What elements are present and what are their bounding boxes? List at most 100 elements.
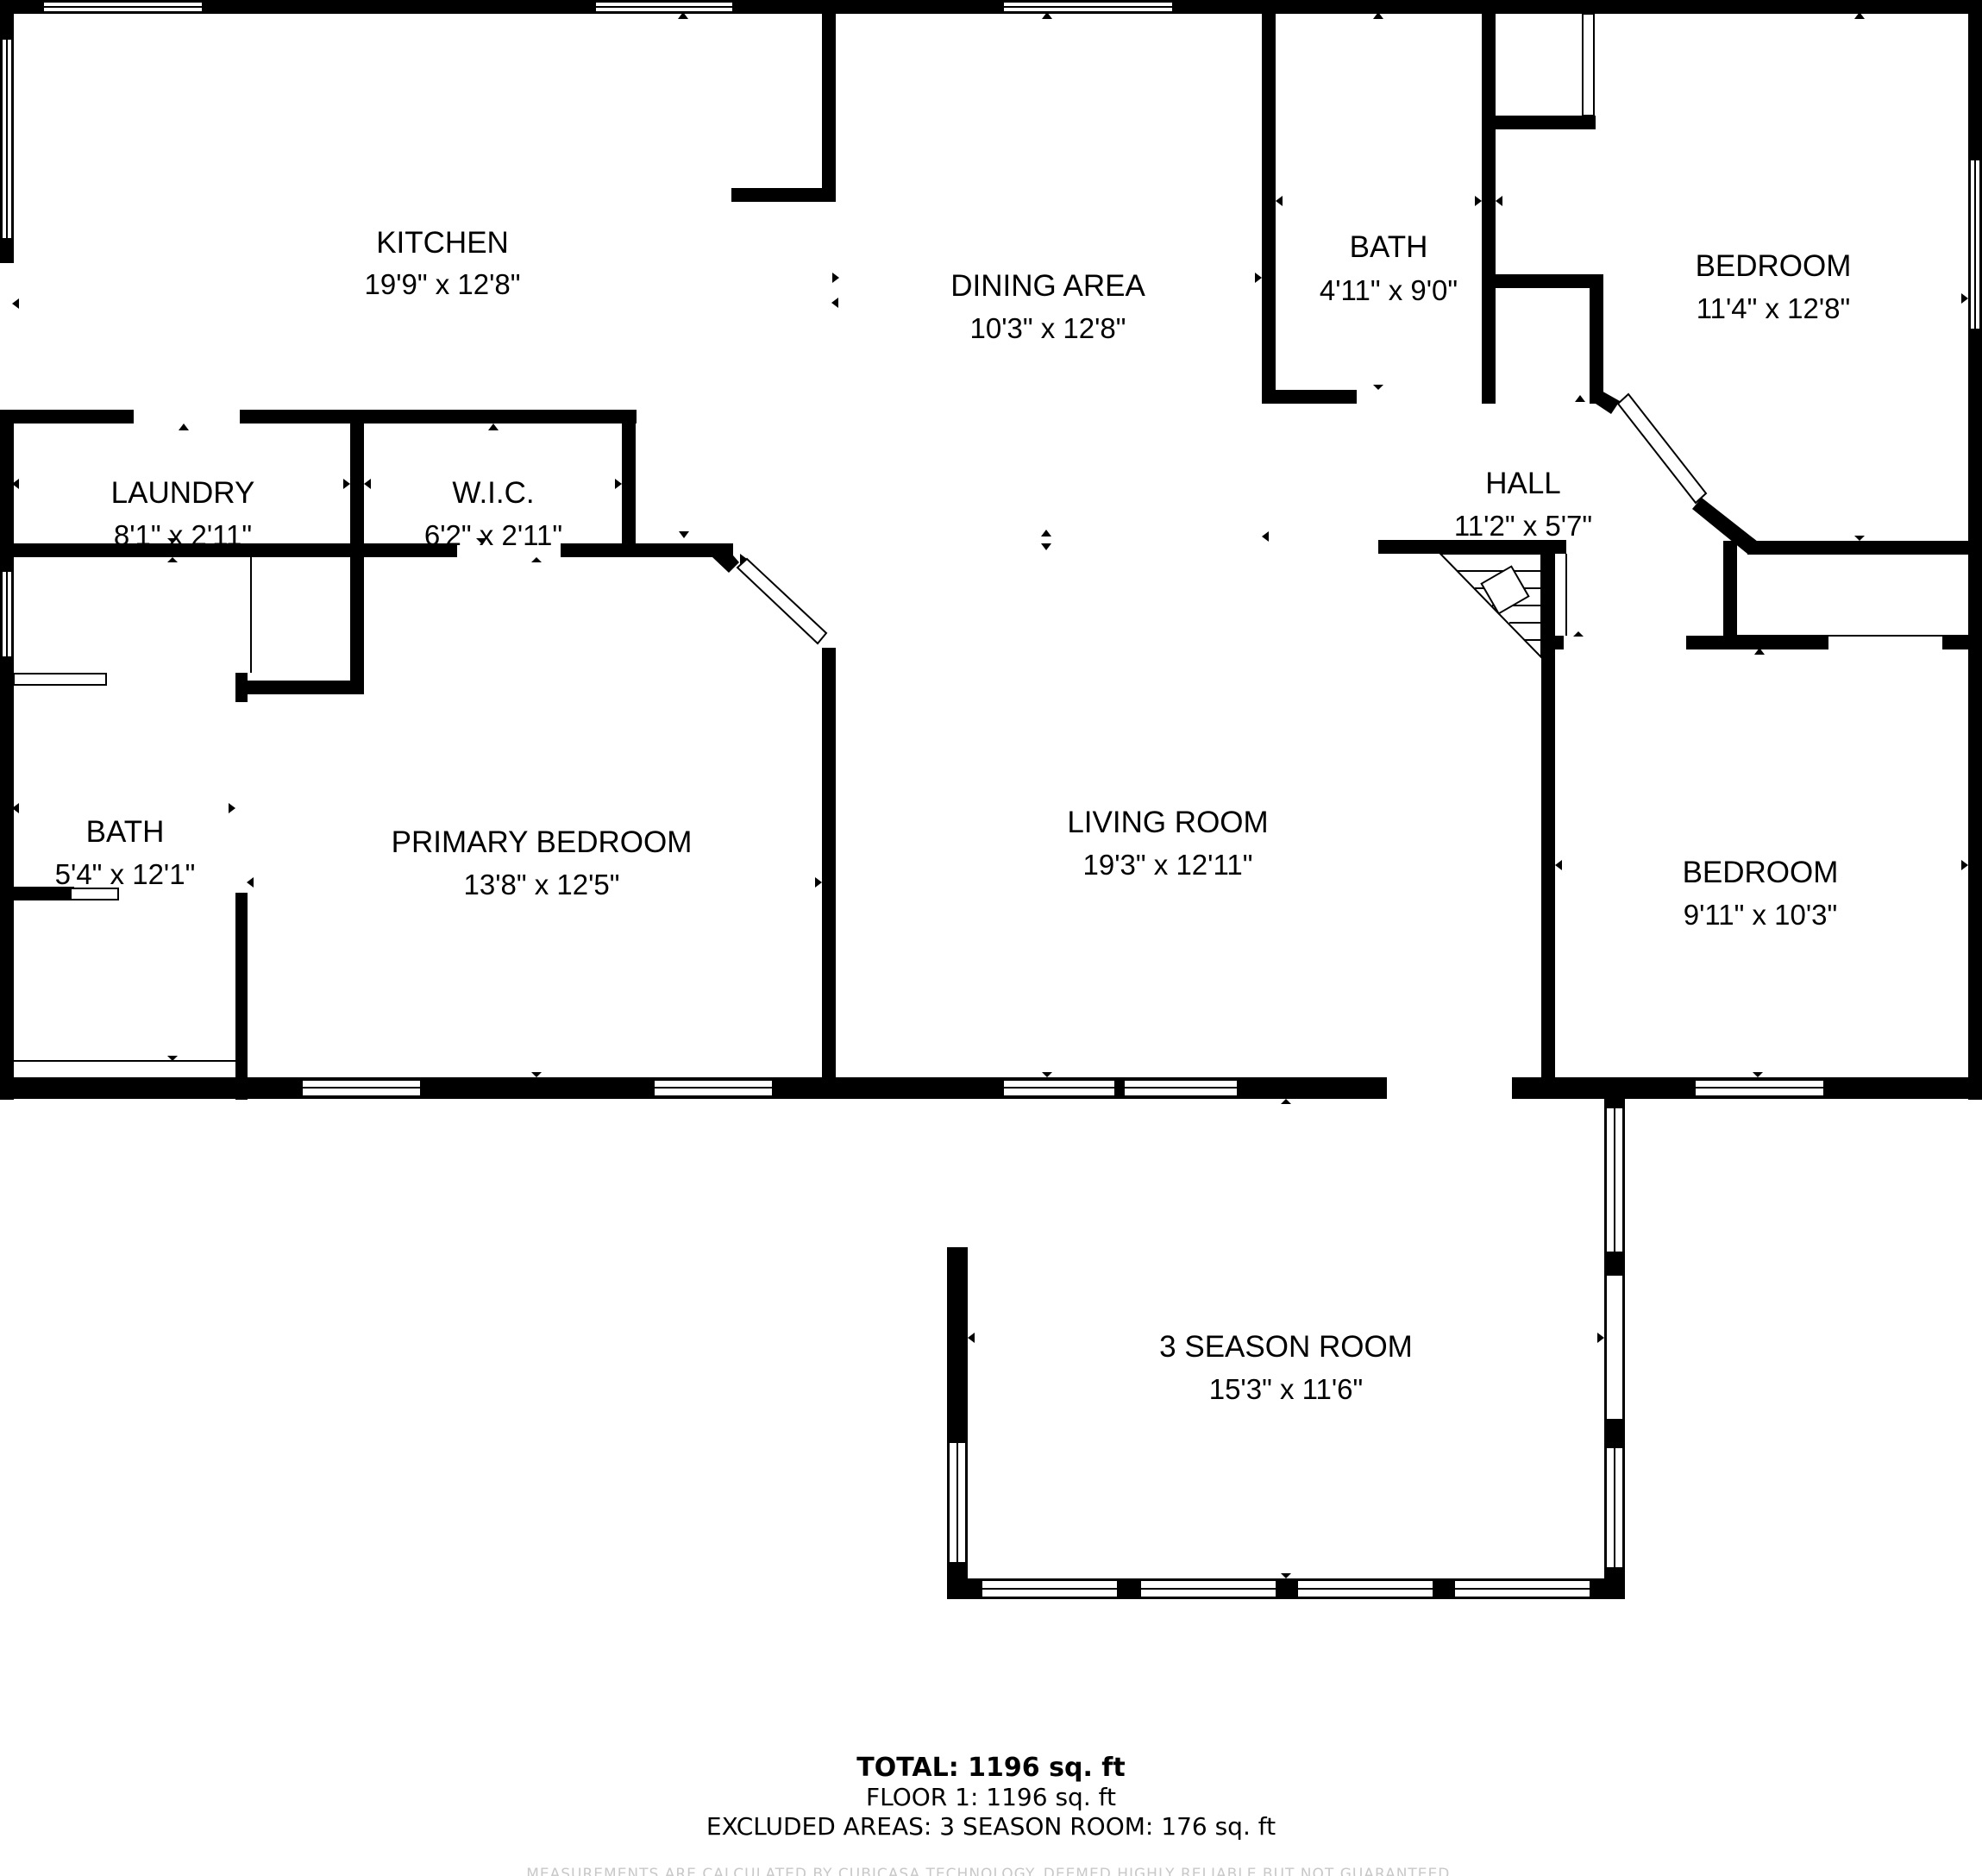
opening-season-west-upper: [947, 1099, 968, 1247]
wall-laundry-top-b: [240, 410, 637, 424]
marker: [364, 479, 371, 489]
marker: [679, 531, 689, 538]
opening-bath-west-door: [235, 702, 248, 893]
marker: [678, 12, 688, 19]
room-name-three-season-room: 3 SEASON ROOM: [1159, 1330, 1413, 1364]
marker: [167, 557, 178, 562]
wall-hall-south: [1378, 540, 1566, 554]
walls: [0, 0, 1982, 1599]
room-name-living-room: LIVING ROOM: [1067, 806, 1268, 839]
marker: [968, 1333, 975, 1343]
marker: [1753, 1072, 1763, 1077]
room-name-bedroom-se: BEDROOM: [1683, 856, 1839, 889]
marker: [12, 479, 19, 489]
room-dim-three-season-room: 15'3" x 11'6": [1209, 1373, 1364, 1405]
room-dim-bath-west: 5'4" x 12'1": [55, 858, 196, 890]
room-name-kitchen: KITCHEN: [376, 226, 509, 260]
marker: [167, 1056, 178, 1061]
marker: [740, 554, 747, 564]
wall-bedroom-se-top-b: [1686, 636, 1828, 649]
opening-season-door: [1387, 1077, 1512, 1099]
marker: [1042, 12, 1052, 19]
openings: [0, 263, 1942, 1247]
marker: [832, 273, 839, 283]
area-summary: TOTAL: 1196 sq. ft FLOOR 1: 1196 sq. ft …: [526, 1753, 1456, 1876]
room-name-hall: HALL: [1485, 467, 1561, 500]
marker: [1041, 530, 1051, 536]
towel-bar-lower: [70, 888, 119, 900]
wall-wic-east: [622, 410, 636, 556]
wall-wic-bottom-b: [561, 543, 733, 557]
wall-kitchen-return: [731, 188, 836, 202]
room-dim-bedroom-se: 9'11" x 10'3": [1684, 899, 1838, 931]
marker: [247, 877, 254, 888]
marker: [1961, 293, 1968, 304]
room-dim-hall: 11'2" x 5'7": [1454, 510, 1592, 542]
room-dim-wic: 6'2" x 2'11": [424, 519, 562, 551]
marker: [1720, 526, 1727, 536]
wall-bedroom-se-top-c: [1942, 636, 1968, 649]
marker: [1281, 1573, 1291, 1578]
wall-bedroom-ne-stub: [1723, 541, 1737, 636]
marker: [488, 424, 499, 430]
wall-kitchen-dining: [822, 14, 836, 202]
room-name-laundry: LAUNDRY: [111, 476, 255, 510]
wall-laundry-top-a: [0, 410, 134, 424]
room-dim-primary-bedroom: 13'8" x 12'5": [464, 869, 620, 900]
summary-excluded: EXCLUDED AREAS: 3 SEASON ROOM: 176 sq. f…: [706, 1812, 1276, 1841]
room-labels: KITCHEN 19'9" x 12'8" DINING AREA 10'3" …: [55, 226, 1852, 1405]
wall-closet-v: [1590, 274, 1603, 404]
room-name-bedroom-ne: BEDROOM: [1696, 249, 1852, 283]
room-dim-laundry: 8'1" x 2'11": [114, 519, 252, 551]
opening-left-upper: [0, 263, 14, 410]
fixtures: [13, 553, 1968, 1062]
room-dim-dining-area: 10'3" x 12'8": [970, 312, 1126, 344]
room-name-bath-upper: BATH: [1350, 230, 1428, 264]
room-name-bath-west: BATH: [86, 815, 165, 849]
wall-bedroom-se-west: [1541, 545, 1555, 1099]
dimension-markers: [12, 12, 1968, 1578]
marker: [615, 479, 622, 489]
marker: [1754, 648, 1765, 655]
wall-bath-west-east-a: [235, 673, 248, 702]
marker: [343, 479, 350, 489]
marker: [1854, 12, 1865, 19]
opening-hall-closet: [1496, 390, 1590, 404]
wall-primary-living: [822, 648, 836, 1099]
marker: [167, 538, 178, 543]
marker: [1373, 385, 1383, 390]
wall-bottom: [0, 1077, 1982, 1099]
marker: [1255, 273, 1262, 283]
door-primary-bedroom: [736, 557, 828, 645]
marker: [1961, 860, 1968, 870]
marker: [12, 298, 19, 309]
marker: [1041, 543, 1051, 550]
room-name-dining-area: DINING AREA: [950, 269, 1145, 303]
summary-disclaimer: MEASUREMENTS ARE CALCULATED BY CUBICASA …: [526, 1866, 1456, 1876]
marker: [12, 803, 19, 813]
wall-closet-h2: [1482, 274, 1603, 288]
opening-bedroom-se-right: [1828, 636, 1942, 649]
wall-primary-diagonal: [712, 543, 739, 573]
marker: [1575, 395, 1585, 402]
room-dim-bedroom-ne: 11'4" x 12'8": [1697, 292, 1851, 324]
marker: [1262, 531, 1269, 542]
room-dim-bath-upper: 4'11" x 9'0": [1320, 274, 1458, 306]
marker: [1496, 196, 1502, 206]
marker: [531, 557, 542, 562]
room-dim-kitchen: 19'9" x 12'8": [365, 268, 521, 300]
door-hall-bedroom-ne: [1616, 392, 1708, 505]
marker: [1475, 196, 1482, 206]
marker: [531, 1072, 542, 1077]
wall-primary-closet: [237, 681, 364, 694]
room-name-wic: W.I.C.: [452, 476, 534, 510]
wall-bath-west-east-b: [235, 893, 248, 1100]
wall-bedroom-ne-bottom: [1747, 541, 1968, 555]
stairs-icon: [1438, 553, 1542, 660]
wall-bath-upper-west: [1262, 14, 1276, 404]
opening-bedroom-se-door: [1564, 636, 1686, 649]
window-season-east-2: [1605, 1274, 1624, 1421]
marker: [1854, 536, 1865, 541]
opening-wic-door: [457, 543, 561, 557]
wall-hall-diagonal-lower: [1692, 498, 1758, 554]
